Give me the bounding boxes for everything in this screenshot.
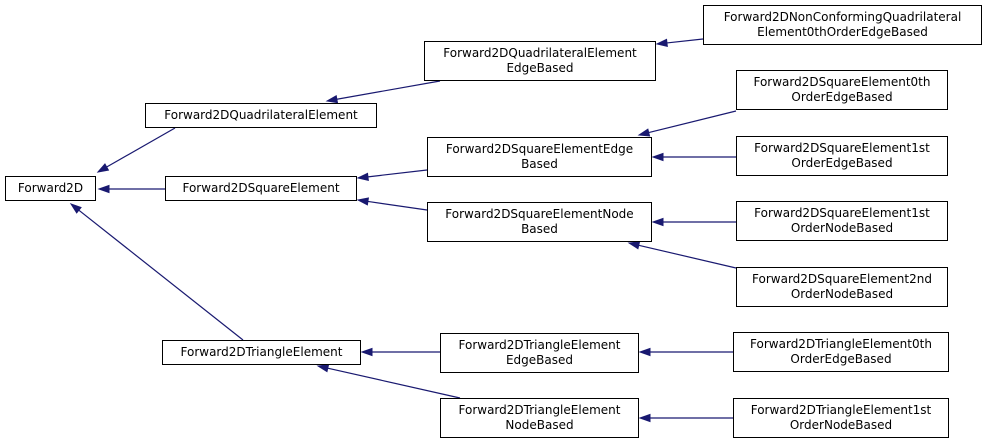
node-square-node-line-1: Forward2DSquareElementNode <box>445 207 634 221</box>
node-square-1st-edge-line-1: Forward2DSquareElement1st <box>754 141 930 155</box>
node-triangle-label: Forward2DTriangleElement <box>180 345 343 359</box>
edge-arrowhead <box>627 241 641 250</box>
node-triangle-edge-line-2: EdgeBased <box>505 353 574 367</box>
node-triangle-1st-node-line-2: OrderNodeBased <box>789 418 893 432</box>
edge-line <box>638 244 737 269</box>
node-quad-edge-line-1: Forward2DQuadrilateralElement <box>443 46 637 60</box>
edge-triangle_0th_edge-to-triangle_edge <box>638 347 733 357</box>
node-square-1st-node-line-1: Forward2DSquareElement1st <box>754 206 930 220</box>
node-triangle-node-line-1: Forward2DTriangleElement <box>458 403 621 417</box>
node-forward2d-quadrilateral-element[interactable]: Forward2DQuadrilateralElement <box>145 103 377 128</box>
node-square-node-line-2: Based <box>521 222 558 236</box>
edge-square_2nd_node-to-square_node <box>627 241 737 269</box>
edge-arrowhead <box>637 128 651 137</box>
node-square-2nd-node-line-1: Forward2DSquareElement2nd <box>752 272 932 286</box>
node-square-element-node-based[interactable]: Forward2DSquareElementNode Based <box>427 202 652 242</box>
edge-arrowhead <box>651 217 664 227</box>
edge-square_1st_edge-to-square_edge <box>651 152 736 162</box>
node-square-element-edge-based[interactable]: Forward2DSquareElementEdge Based <box>427 137 652 177</box>
node-forward2d[interactable]: Forward2D <box>5 176 96 201</box>
node-triangle-element-0th-order-edge-based[interactable]: Forward2DTriangleElement0th OrderEdgeBas… <box>733 332 949 372</box>
node-triangle-element-1st-order-node-based[interactable]: Forward2DTriangleElement1st OrderNodeBas… <box>733 398 949 438</box>
node-square-element-2nd-order-node-based[interactable]: Forward2DSquareElement2nd OrderNodeBased <box>736 267 948 307</box>
node-square-label: Forward2DSquareElement <box>182 181 340 195</box>
node-triangle-0th-edge-line-2: OrderEdgeBased <box>790 352 892 366</box>
edge-square-to-forward2d <box>97 184 165 194</box>
node-nonconforming-line-1: Forward2DNonConformingQuadrilateral <box>723 10 962 24</box>
node-square-edge-line-2: Based <box>521 157 558 171</box>
node-triangle-1st-node-line-1: Forward2DTriangleElement1st <box>750 403 932 417</box>
edge-nonconforming-to-quad_edge <box>655 38 704 48</box>
edge-arrowhead <box>655 38 668 48</box>
node-quad-edge-line-2: EdgeBased <box>506 61 574 75</box>
edge-arrowhead <box>69 203 82 214</box>
node-square-1st-edge-line-2: OrderEdgeBased <box>791 156 893 170</box>
node-triangle-0th-edge-line-1: Forward2DTriangleElement0th <box>750 337 932 351</box>
node-forward2d-triangle-element[interactable]: Forward2DTriangleElement <box>162 340 361 365</box>
edge-arrowhead <box>356 197 369 206</box>
node-nonconforming-line-2: Element0thOrderEdgeBased <box>757 25 928 39</box>
node-triangle-node-line-2: NodeBased <box>505 418 574 432</box>
edge-arrowhead <box>356 172 369 181</box>
node-square-2nd-node-line-2: OrderNodeBased <box>790 287 894 301</box>
node-square-1st-node-line-2: OrderNodeBased <box>790 221 894 235</box>
edge-triangle-to-forward2d <box>69 203 244 341</box>
edge-arrowhead <box>325 95 339 104</box>
edge-line <box>666 38 704 44</box>
edge-quadrilateral-to-forward2d <box>96 127 176 173</box>
edge-line <box>327 367 461 399</box>
edge-arrowhead <box>96 163 110 173</box>
node-nonconforming-quadrilateral-element-0th-order-edge-based[interactable]: Forward2DNonConformingQuadrilateral Elem… <box>703 5 982 45</box>
node-triangle-edge-line-1: Forward2DTriangleElement <box>458 338 621 352</box>
edge-arrowhead <box>638 347 651 357</box>
node-triangle-element-edge-based[interactable]: Forward2DTriangleElement EdgeBased <box>440 333 639 373</box>
node-quadrilateral-label: Forward2DQuadrilateralElement <box>164 108 358 122</box>
edge-arrowhead <box>651 152 664 162</box>
edge-square_0th_edge-to-square_edge <box>637 110 737 137</box>
node-quadrilateral-element-edge-based[interactable]: Forward2DQuadrilateralElement EdgeBased <box>424 41 656 81</box>
edge-line <box>367 169 428 178</box>
edge-triangle_edge-to-triangle <box>360 347 440 357</box>
node-square-element-1st-order-edge-based[interactable]: Forward2DSquareElement1st OrderEdgeBased <box>736 136 948 176</box>
node-triangle-element-node-based[interactable]: Forward2DTriangleElement NodeBased <box>440 398 639 438</box>
edge-line <box>78 209 244 341</box>
node-square-element-0th-order-edge-based[interactable]: Forward2DSquareElement0th OrderEdgeBased <box>736 70 948 110</box>
edge-quad_edge-to-quadrilateral <box>325 80 441 104</box>
edge-line <box>106 127 176 168</box>
node-forward2d-square-element[interactable]: Forward2DSquareElement <box>165 176 357 201</box>
node-forward2d-label: Forward2D <box>17 181 84 195</box>
edge-line <box>367 200 428 211</box>
edge-arrowhead <box>316 364 330 373</box>
edge-line <box>648 110 737 134</box>
edge-square_1st_node-to-square_node <box>651 217 736 227</box>
edge-triangle_1st_node-to-triangle_node <box>638 413 733 423</box>
node-square-edge-line-1: Forward2DSquareElementEdge <box>445 142 634 156</box>
edge-arrowhead <box>97 184 110 194</box>
edge-square_node-to-square <box>356 197 428 211</box>
node-square-0th-edge-line-1: Forward2DSquareElement0th <box>753 75 931 89</box>
edge-triangle_node-to-triangle <box>316 364 461 399</box>
edge-arrowhead <box>360 347 373 357</box>
edge-line <box>336 80 441 100</box>
node-square-0th-edge-line-2: OrderEdgeBased <box>791 90 893 104</box>
edge-arrowhead <box>638 413 651 423</box>
edge-square_edge-to-square <box>356 169 428 181</box>
node-square-element-1st-order-node-based[interactable]: Forward2DSquareElement1st OrderNodeBased <box>736 201 948 241</box>
